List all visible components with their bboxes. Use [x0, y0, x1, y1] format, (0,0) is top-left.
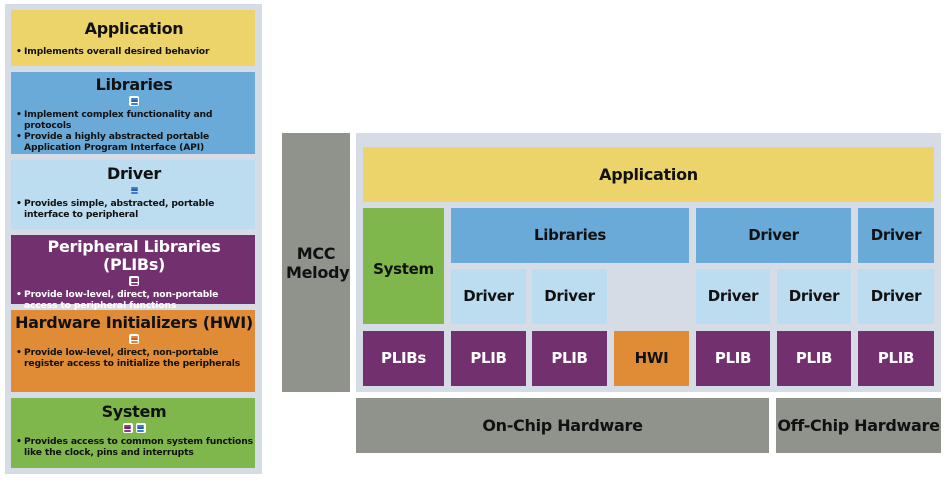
driver-block: Driver [858, 269, 934, 324]
legend-bullet: Provide low-level, direct, non-portable … [15, 289, 253, 311]
hwi-stack-icon [129, 334, 139, 344]
legend-icons [15, 275, 253, 287]
libraries-stack-icon [135, 423, 146, 433]
hwi-block: HWI [614, 331, 689, 386]
legend-bullet: Provide low-level, direct, non-portable … [15, 347, 253, 369]
driver-block: Driver [696, 269, 770, 324]
system-block: System [363, 208, 444, 324]
driver-block-wide: Driver [696, 208, 851, 263]
legend-bullet: Provide a highly abstracted portable App… [15, 131, 253, 153]
driver-block-narrow: Driver [858, 208, 934, 263]
plib-block: PLIB [532, 331, 607, 386]
legend-title: Libraries [95, 75, 173, 94]
driver-stack-icon [129, 185, 139, 195]
legend-bullet: Provides access to common system functio… [15, 436, 253, 458]
plib-block: PLIB [777, 331, 851, 386]
driver-block: Driver [532, 269, 607, 324]
plib-block: PLIB [451, 331, 526, 386]
application-block: Application [363, 147, 934, 202]
legend-icons [15, 333, 253, 345]
legend-bullet: Implement complex functionality and prot… [15, 109, 253, 131]
legend-icons [15, 95, 253, 107]
legend-bullet: Implements overall desired behavior [15, 46, 253, 57]
legend-title: Hardware Initializers (HWI) [15, 313, 253, 332]
libraries-block: Libraries [451, 208, 689, 263]
legend-plibs: Peripheral Libraries (PLIBs) Provide low… [11, 235, 255, 311]
mcc-melody-label: MCC Melody [286, 243, 350, 282]
plibs-block: PLIBs [363, 331, 444, 386]
plib-stack-icon [122, 423, 133, 433]
legend-bullet: Provides simple, abstracted, portable in… [15, 198, 253, 220]
legend-system: System Provides access to common system … [11, 398, 255, 468]
legend-hwi: Hardware Initializers (HWI) Provide low-… [11, 310, 255, 392]
plib-block: PLIB [696, 331, 770, 386]
on-chip-hardware-block: On-Chip Hardware [356, 398, 769, 453]
driver-block: Driver [777, 269, 851, 324]
legend-title: Application [84, 19, 184, 38]
legend-driver: Driver Provides simple, abstracted, port… [11, 160, 255, 229]
off-chip-hardware-block: Off-Chip Hardware [776, 398, 941, 453]
legend-title: System [101, 402, 167, 421]
legend-title: Peripheral Libraries (PLIBs) [47, 237, 221, 274]
driver-block: Driver [451, 269, 526, 324]
plib-block: PLIB [858, 331, 934, 386]
legend-application: Application Implements overall desired b… [11, 10, 255, 66]
legend-icons [15, 184, 253, 196]
plib-stack-icon [129, 276, 139, 286]
legend-libraries: Libraries Implement complex functionalit… [11, 72, 255, 154]
layer-legend-panel: Application Implements overall desired b… [5, 4, 262, 474]
legend-icons [15, 422, 253, 434]
mcc-melody-block: MCC Melody [282, 133, 350, 392]
libraries-stack-icon [129, 96, 139, 106]
legend-title: Driver [106, 164, 162, 183]
